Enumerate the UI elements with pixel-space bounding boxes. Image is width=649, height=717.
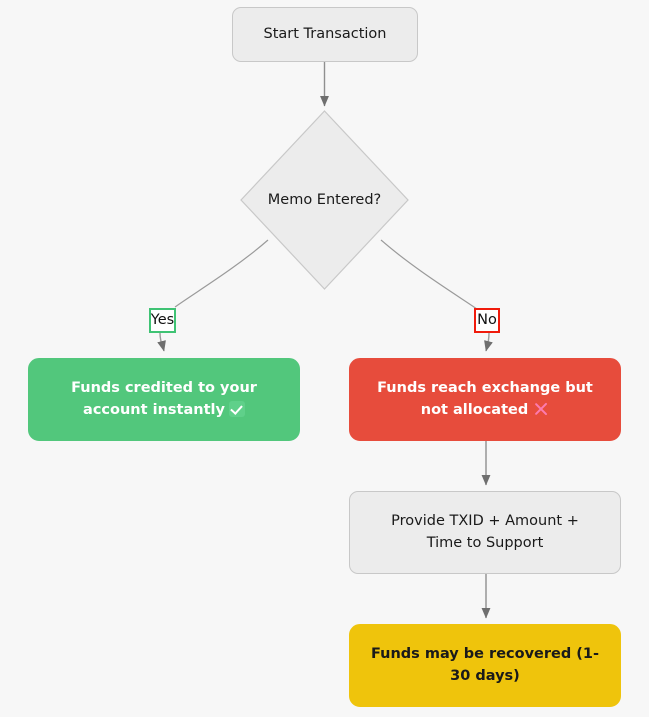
node-memo-entered[interactable]: Memo Entered?	[240, 110, 409, 290]
node-provide-txid-support[interactable]: Provide TXID + Amount + Time to Support	[349, 491, 621, 574]
node-funds-credited[interactable]: Funds credited to your account instantly	[28, 358, 300, 441]
edge-yes-label-to-credited	[157, 332, 166, 352]
node-memo-entered-label: Memo Entered?	[267, 192, 382, 208]
edge-label-no[interactable]: No	[474, 308, 500, 333]
node-funds-recovered[interactable]: Funds may be recovered (1- 30 days)	[349, 624, 621, 707]
edge-label-no-text: No	[477, 311, 497, 328]
check-mark-icon	[228, 400, 245, 417]
node-start-transaction-label: Start Transaction	[263, 25, 387, 42]
edge-label-yes[interactable]: Yes	[149, 308, 176, 333]
edge-label-yes-text: Yes	[150, 311, 175, 328]
node-funds-not-allocated-content: Funds reach exchange but not allocated	[377, 378, 593, 420]
node-funds-not-allocated[interactable]: Funds reach exchange but not allocated	[349, 358, 621, 441]
node-provide-txid-support-label: Provide TXID + Amount + Time to Support	[391, 513, 579, 551]
cross-mark-icon	[533, 401, 549, 417]
node-funds-credited-content: Funds credited to your account instantly	[71, 378, 257, 420]
node-start-transaction[interactable]: Start Transaction	[232, 7, 418, 62]
node-funds-credited-label: Funds credited to your account instantly	[71, 380, 257, 418]
node-funds-not-allocated-label: Funds reach exchange but not allocated	[377, 380, 593, 418]
node-funds-recovered-label: Funds may be recovered (1- 30 days)	[370, 646, 600, 684]
diamond-shape	[240, 110, 409, 290]
edge-no-label-to-notallocated	[484, 332, 493, 352]
